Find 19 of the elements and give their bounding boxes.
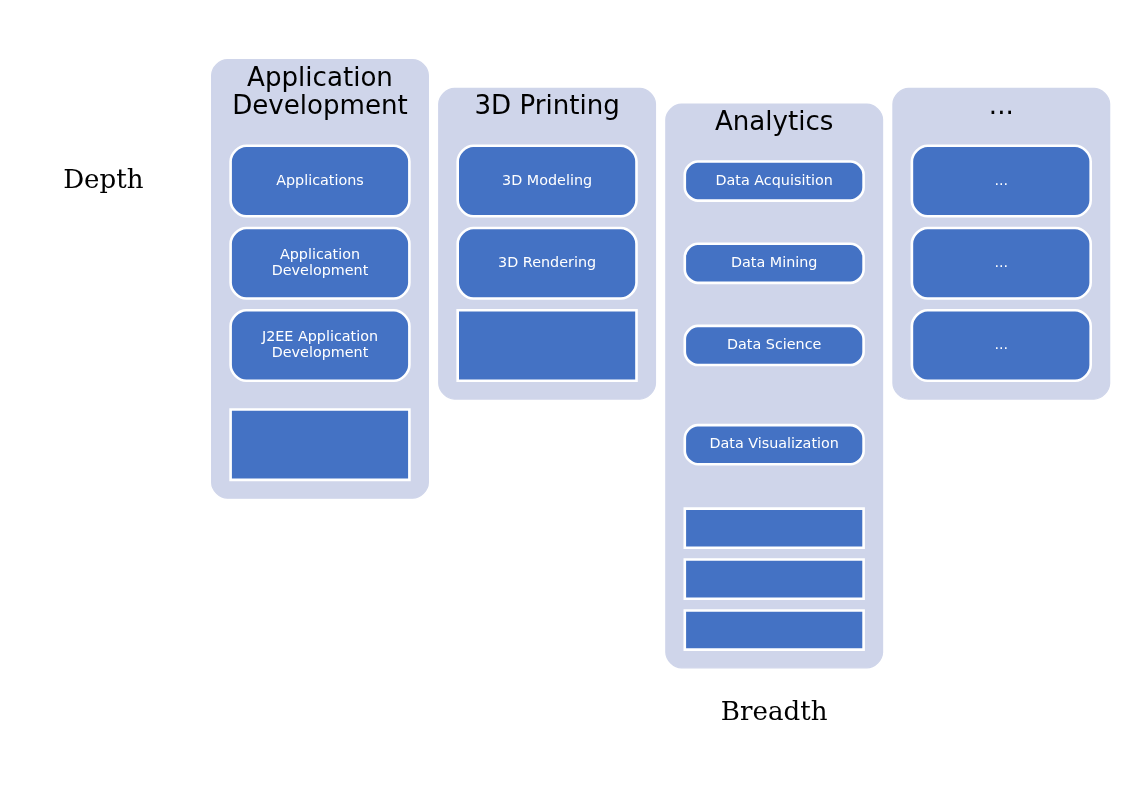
node-box: 3D Modeling — [456, 144, 638, 218]
node-box — [683, 557, 865, 600]
label: Depth — [63, 163, 144, 194]
node-box: Data Mining — [683, 241, 865, 284]
node-box: Application Development — [229, 226, 411, 300]
node-box — [229, 407, 411, 481]
node-box — [683, 506, 865, 549]
node-box: ... — [910, 308, 1092, 382]
node-box: Data Acquisition — [683, 159, 865, 202]
node-box: 3D Rendering — [456, 226, 638, 300]
node-box: J2EE Application Development — [229, 308, 411, 382]
node-box: ... — [910, 144, 1092, 218]
node-box: Applications — [229, 144, 411, 218]
node-box: Data Science — [683, 324, 865, 366]
label: Breadth — [720, 695, 828, 726]
node-box: ... — [910, 226, 1092, 300]
node-box — [683, 608, 865, 651]
node-box — [456, 308, 638, 382]
node-box: Data Visualization — [683, 423, 865, 466]
